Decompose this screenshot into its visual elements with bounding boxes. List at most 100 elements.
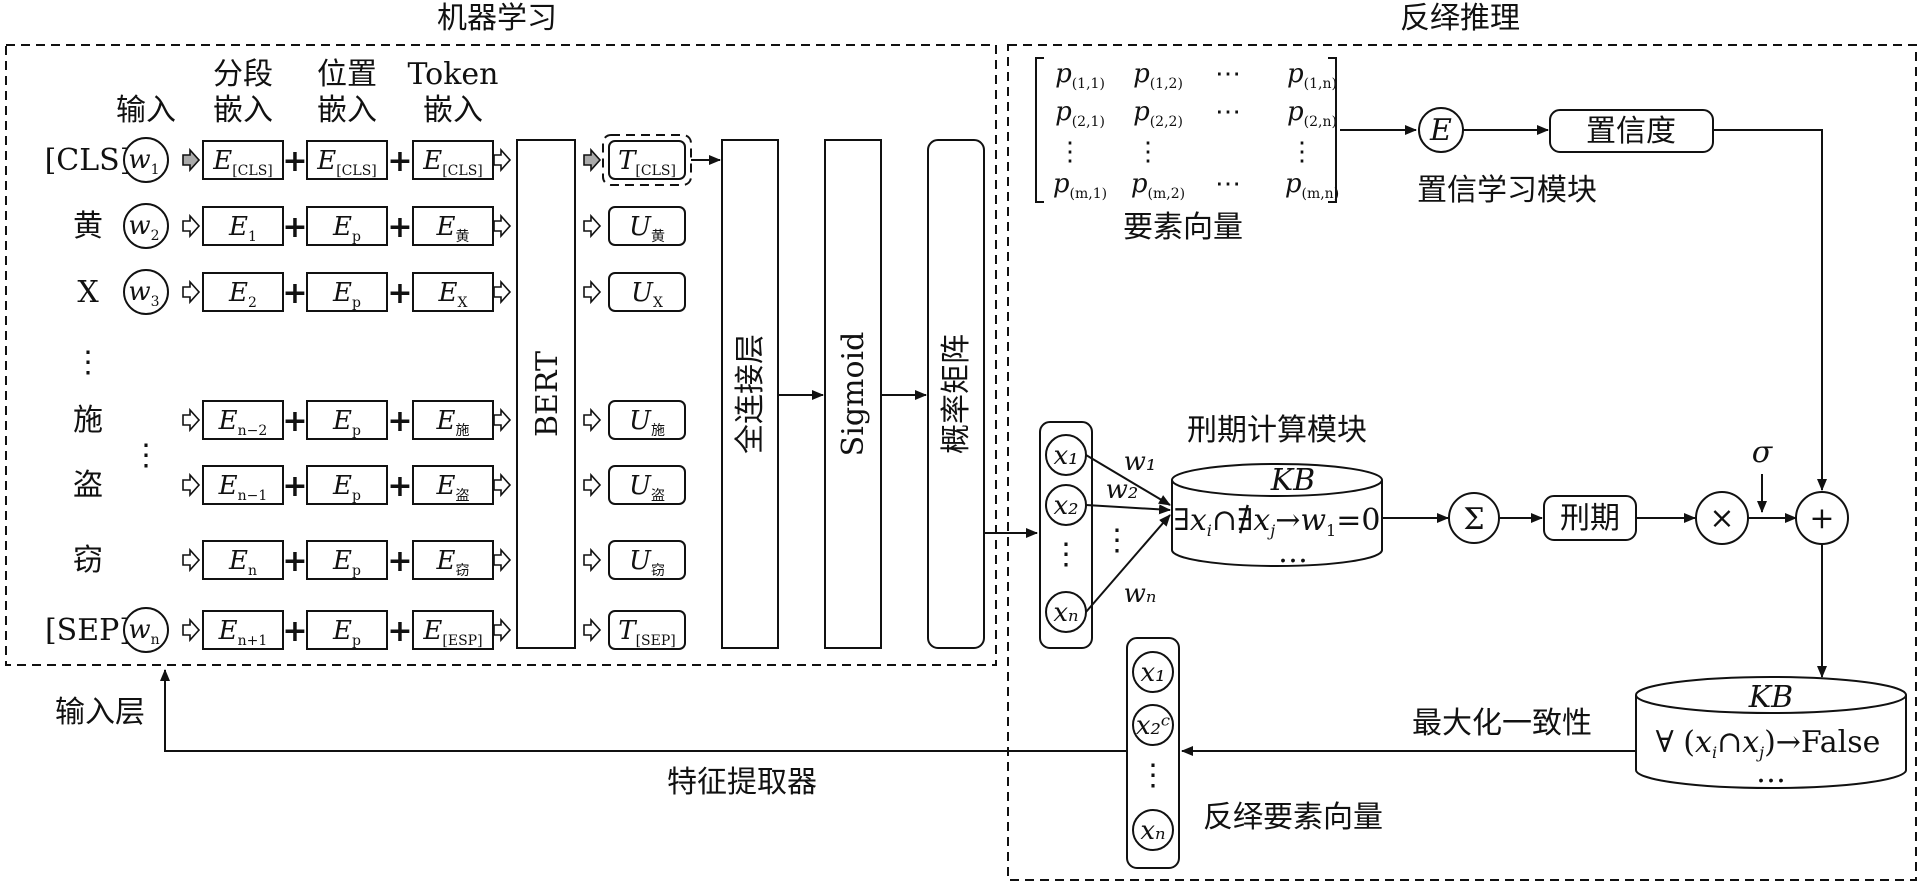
matrix-cell: p(1,n) — [1287, 59, 1337, 92]
to-bert-arrow — [493, 617, 512, 643]
multiply-label: × — [1709, 501, 1734, 536]
input-token: 盗 — [73, 468, 103, 503]
kb-cylinder-2: KB ∀ (xi∩xj)→False … — [1635, 676, 1907, 790]
segment-embedding-box — [202, 206, 284, 246]
position-header-line2: 嵌入 — [317, 93, 377, 128]
abduced-ellipsis: ⋮ — [1138, 758, 1168, 793]
to-bert-arrow — [493, 213, 512, 239]
kb2-rule: ∀ (xi∩xj)→False — [1656, 725, 1881, 762]
element-vector-caption: 要素向量 — [1123, 210, 1243, 245]
segment-embedding-label: En−2 — [218, 406, 268, 439]
segment-embedding-box — [202, 540, 284, 580]
from-bert-arrow — [583, 407, 602, 433]
weight-w2: w₂ — [1106, 475, 1139, 505]
edge-x2-kb — [1085, 504, 1171, 515]
token-embedding-box — [412, 540, 494, 580]
sigmoid-block — [824, 139, 882, 649]
position-embedding-label: Ep — [332, 616, 361, 649]
plus-sign: + — [282, 614, 307, 649]
abduced-vector-container — [1126, 637, 1180, 869]
segment-embedding-label: E1 — [228, 212, 257, 245]
abduced-x1-label: x₁ — [1140, 658, 1165, 688]
position-embedding-box — [306, 206, 388, 246]
kb1-top — [1171, 463, 1383, 497]
kb1-dots: … — [1278, 535, 1308, 570]
weight-wn: wₙ — [1124, 579, 1157, 609]
input-token: [CLS] — [45, 143, 132, 178]
sum-label: Σ — [1463, 502, 1484, 537]
plus-sign: + — [387, 614, 412, 649]
input-ellipsis: ⋮ — [131, 438, 161, 473]
to-bert-arrow — [493, 279, 512, 305]
kb1-title: KB — [1270, 463, 1315, 498]
element-vector-matrix: p(1,1)p(1,2)⋯p(1,n)p(2,1)p(2,2)⋯p(2,n)p(… — [1035, 57, 1339, 203]
bert-output-box — [608, 465, 686, 505]
x1-label: x₁ — [1053, 441, 1078, 471]
bert-label: BERT — [530, 351, 565, 437]
plus-sign: + — [387, 276, 412, 311]
bert-output-label: T[SEP] — [618, 616, 676, 649]
matrix-vdots: ⋮ — [1135, 137, 1161, 167]
embed-input-arrow — [182, 147, 201, 173]
plus-sign: + — [282, 144, 307, 179]
arrow-confidence-to-plus — [1713, 129, 1827, 491]
sentence-term-label: 刑期 — [1560, 501, 1620, 536]
embed-input-arrow — [182, 547, 201, 573]
token-ellipsis: ⋮ — [73, 345, 103, 380]
input-word-node — [123, 203, 169, 249]
bert-output-label: U盗 — [629, 471, 665, 504]
bert-output-box — [608, 540, 686, 580]
bert-output-box — [608, 610, 686, 650]
sigma-label: σ — [1752, 435, 1774, 470]
xn-label: xₙ — [1053, 598, 1078, 628]
input-token: 黄 — [73, 209, 103, 244]
matrix-left-bracket — [1035, 57, 1044, 203]
kb1-body — [1171, 480, 1383, 567]
edge-xn-kb — [1085, 514, 1171, 613]
segment-header-line2: 嵌入 — [213, 93, 273, 128]
fc-layer-label: 全连接层 — [733, 334, 768, 454]
sentence-module-caption: 刑期计算模块 — [1187, 413, 1367, 448]
input-token: X — [77, 275, 99, 310]
embed-input-arrow — [182, 279, 201, 305]
fc-layer-block — [721, 139, 779, 649]
e-node-label: E — [1429, 113, 1452, 148]
matrix-cell: p(1,2) — [1133, 59, 1183, 92]
position-embedding-box — [306, 540, 388, 580]
segment-embedding-box — [202, 272, 284, 312]
segment-header-line1: 分段 — [213, 57, 273, 92]
abduced-x2c-node — [1132, 704, 1174, 746]
position-embedding-label: Ep — [332, 471, 361, 504]
token-embedding-label: E[ESP] — [422, 616, 482, 649]
bert-output-box — [608, 206, 686, 246]
plus-sign: + — [387, 210, 412, 245]
abduced-xn-label: xₙ — [1140, 816, 1165, 846]
confidence-label: 置信度 — [1586, 114, 1676, 149]
abduced-x1-node — [1132, 651, 1174, 693]
plus-sign: + — [387, 544, 412, 579]
embed-input-arrow — [182, 407, 201, 433]
input-word-label: w3 — [128, 277, 159, 310]
segment-embedding-label: En−1 — [218, 471, 268, 504]
token-embedding-box — [412, 206, 494, 246]
kb2-title: KB — [1748, 680, 1793, 715]
to-bert-arrow — [493, 147, 512, 173]
token-embedding-label: E[CLS] — [422, 146, 483, 179]
matrix-cell: p(2,1) — [1055, 97, 1105, 130]
embed-input-arrow — [182, 213, 201, 239]
token-embedding-label: EX — [438, 278, 468, 311]
plus-sign: + — [282, 210, 307, 245]
token-embedding-box — [412, 140, 494, 180]
matrix-cell: p(1,1) — [1055, 59, 1105, 92]
position-embedding-box — [306, 610, 388, 650]
arrow-feature-extractor-feedback — [160, 669, 1127, 752]
matrix-cell: p(2,n) — [1287, 97, 1337, 130]
position-embedding-label: Ep — [332, 212, 361, 245]
token-header-line2: 嵌入 — [423, 93, 483, 128]
x2-label: x₂ — [1053, 491, 1078, 521]
matrix-vdots: ⋮ — [1289, 137, 1315, 167]
kb1-rule: ∃xi∩∄xj→w1=0 — [1174, 503, 1381, 540]
